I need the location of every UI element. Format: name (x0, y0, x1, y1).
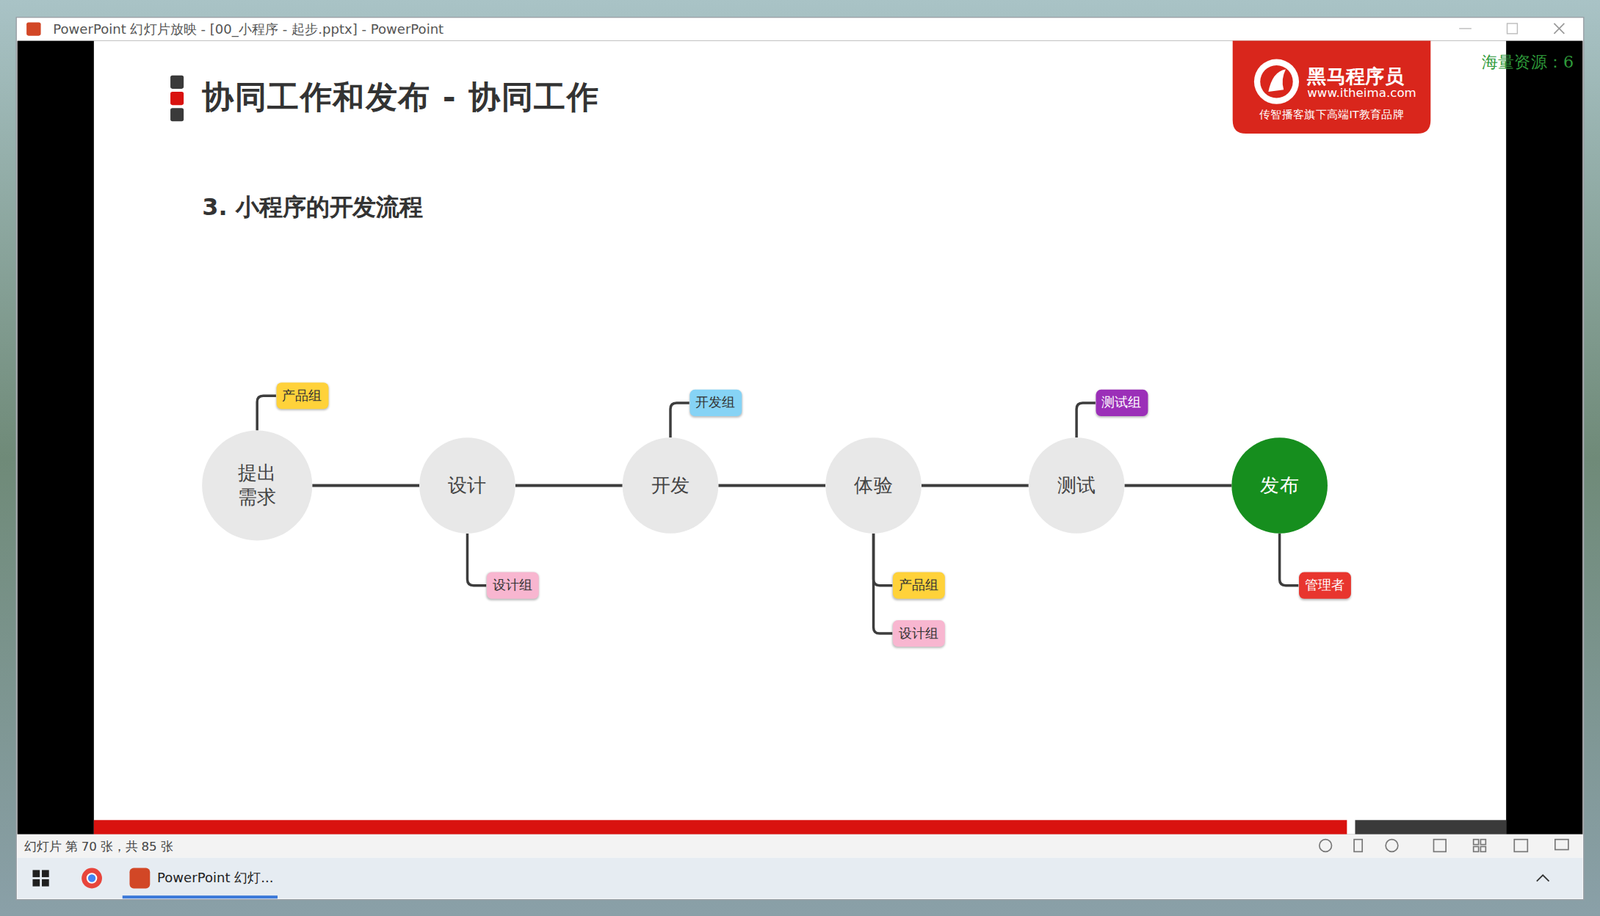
node-text: 产品组 (281, 386, 322, 406)
team-tag: 测试组 (1095, 389, 1148, 417)
node-text: 设计 (447, 473, 487, 498)
flow-connector (921, 483, 1029, 487)
flow-connector (718, 483, 826, 487)
process-circle: 提出 需求 (201, 430, 313, 541)
flow-connector (1124, 483, 1232, 487)
window-title: PowerPoint 幻灯片放映 - [00_小程序 - 起步.pptx] - … (52, 20, 444, 39)
flow-connector (873, 533, 893, 634)
process-circle: 发布 (1231, 437, 1328, 534)
flow-connector (515, 483, 623, 487)
flow-connector (670, 403, 690, 438)
node-text: 管理者 (1304, 576, 1345, 595)
node-text: 提出 需求 (234, 461, 281, 510)
team-tag: 开发组 (689, 389, 742, 417)
logo-text: www.itheima.com (1307, 85, 1417, 100)
node-text: 体验 (853, 473, 893, 498)
slide-title: 协同工作和发布 - 协同工作 (201, 76, 600, 119)
team-tag: 设计组 (486, 572, 539, 600)
flow-connector (467, 533, 487, 586)
process-circle: 测试 (1028, 437, 1125, 534)
node-text: 设计组 (492, 576, 533, 595)
node-text: 设计组 (898, 624, 939, 643)
flow-connector (256, 395, 277, 431)
process-circle: 开发 (622, 437, 719, 534)
flow-connector (312, 483, 420, 487)
node-text: 产品组 (898, 576, 939, 595)
node-text: 开发组 (695, 393, 736, 412)
section-heading: 3. 小程序的开发流程 (201, 191, 423, 224)
node-text: 测试组 (1101, 393, 1142, 412)
process-circle: 体验 (825, 437, 922, 534)
taskbar-text: PowerPoint 幻灯... (157, 869, 274, 888)
process-circle: 设计 (419, 437, 516, 534)
node-text: 发布 (1260, 473, 1299, 498)
flow-connector (1076, 403, 1096, 438)
flow-connector (873, 533, 893, 586)
watermark: 海量资源：6 (1481, 52, 1574, 74)
team-tag: 产品组 (276, 382, 329, 409)
flow-connector (1279, 533, 1299, 586)
team-tag: 管理者 (1298, 572, 1351, 600)
logo-text: 传智播客旗下高端IT教育品牌 (1259, 107, 1404, 122)
node-text: 开发 (651, 473, 691, 498)
team-tag: 设计组 (892, 620, 945, 647)
team-tag: 产品组 (892, 572, 945, 600)
node-text: 测试 (1057, 473, 1097, 498)
status-text: 幻灯片 第 70 张，共 85 张 (24, 838, 173, 857)
